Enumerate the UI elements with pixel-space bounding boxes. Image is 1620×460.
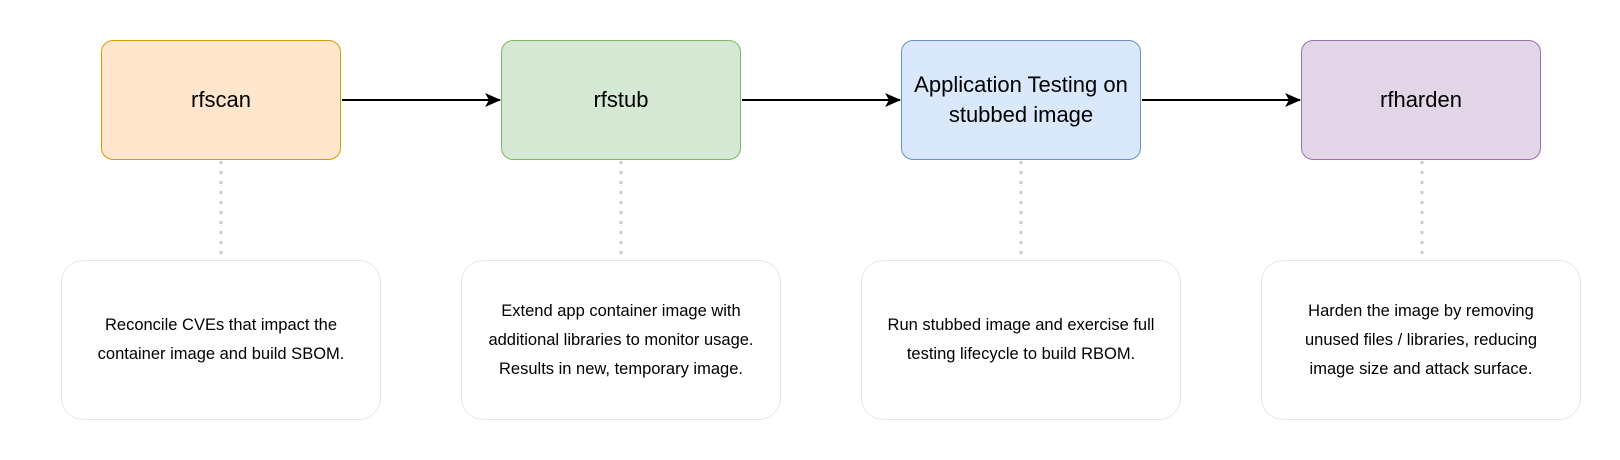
stage-rfstub: rfstub [501,40,741,160]
stage-rfscan: rfscan [101,40,341,160]
note-rfscan-text: Reconcile CVEs that impact the container… [98,311,345,369]
note-rfharden: Harden the image by removing unused file… [1261,260,1581,420]
note-line: testing lifecycle to build RBOM. [906,345,1136,363]
note-application-testing: Run stubbed image and exercise full test… [861,260,1181,420]
stage-rfstub-label: rfstub [593,87,649,112]
stage-application-testing: Application Testing on stubbed image [901,40,1141,160]
note-line: image size and attack surface. [1309,359,1533,378]
note-line: Extend app container image with [501,301,741,320]
note-rfstub: Extend app container image with addition… [461,260,781,420]
stage-rfharden-label: rfharden [1380,87,1462,112]
note-rfstub-text: Extend app container image with addition… [488,297,753,384]
note-line: unused files / libraries, reducing [1304,330,1538,349]
note-line: Run stubbed image and exercise full [887,316,1155,334]
note-line: Reconcile CVEs that impact the [104,316,338,334]
note-rfscan: Reconcile CVEs that impact the container… [61,260,381,420]
stage-rfscan-label: rfscan [191,87,251,112]
note-line: Harden the image by removing [1308,301,1534,320]
note-line: additional libraries to monitor usage. [488,330,754,349]
note-line: container image and build SBOM. [97,345,345,363]
stage-application-testing-label: Application Testing on stubbed image [914,72,1128,127]
note-rfharden-text: Harden the image by removing unused file… [1305,297,1537,384]
note-application-testing-text: Run stubbed image and exercise full test… [888,311,1155,369]
stage-rfharden: rfharden [1301,40,1541,160]
note-line: Results in new, temporary image. [499,359,743,378]
